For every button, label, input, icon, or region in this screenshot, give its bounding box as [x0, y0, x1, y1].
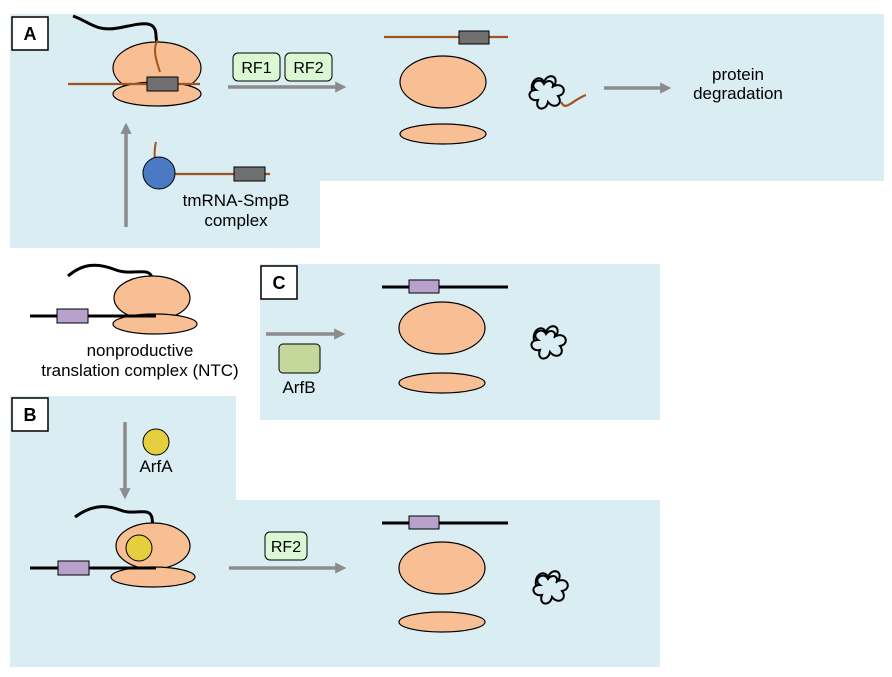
ntc-label-line1: nonproductive [87, 341, 194, 360]
panel-b-ntc-ribosome [30, 505, 196, 588]
arfa-circle [142, 428, 170, 456]
stop-codon-box [146, 76, 179, 92]
tagged-protein-icon [528, 75, 587, 110]
tmrna-complex-label-line1: tmRNA-SmpB [183, 191, 290, 210]
tmrna-smpb-complex [142, 141, 270, 190]
protein-label: protein [712, 65, 764, 84]
panel-a-letter: A [24, 24, 37, 44]
panel-a-stalled-ribosome [68, 14, 202, 107]
rf1-factor-box: RF1 [232, 52, 281, 82]
released-small-subunit [399, 123, 487, 145]
nascent-peptide-line [72, 14, 162, 71]
panel-c-letter-box: C [260, 265, 298, 300]
tmrna-stop-codon-box [233, 166, 266, 182]
arfa-label: ArfA [139, 457, 173, 476]
panel-b-background [10, 396, 660, 667]
panel-b-protein-icon [532, 570, 569, 605]
ntc-label-line2: translation complex (NTC) [41, 361, 238, 380]
panel-c-released-components [382, 279, 508, 394]
panel-a-released-components [384, 30, 508, 145]
panel-b-released-components [382, 515, 508, 633]
panel-b-released-codon-box [408, 515, 440, 530]
panel-c-letter: C [273, 273, 286, 293]
panel-b-letter: B [24, 405, 37, 425]
ntc-codon-box [56, 308, 89, 324]
rf1-label: RF1 [241, 60, 271, 77]
smpb-circle [142, 156, 176, 190]
panel-a-letter-box: A [11, 16, 49, 51]
tmrna-complex-label-line2: complex [204, 211, 268, 230]
panel-b-letter-box: B [11, 397, 49, 432]
rf2-label: RF2 [293, 60, 323, 77]
bound-arfa-circle [125, 534, 153, 562]
panel-b-codon-box [57, 560, 90, 576]
panel-b-rf2-factor-box: RF2 [264, 531, 308, 561]
degradation-label: degradation [693, 84, 783, 103]
ntc-ribosome [30, 263, 198, 335]
panel-c-protein-icon [530, 325, 567, 360]
released-stop-codon-box [458, 30, 490, 45]
panel-b-rf2-label: RF2 [271, 539, 301, 556]
rf2-factor-box: RF2 [284, 52, 333, 82]
arfb-box [278, 343, 321, 374]
panel-c-codon-box [408, 279, 440, 294]
released-large-subunit [399, 55, 487, 109]
arfb-label: ArfB [282, 378, 315, 397]
tmrna-link [153, 39, 161, 73]
